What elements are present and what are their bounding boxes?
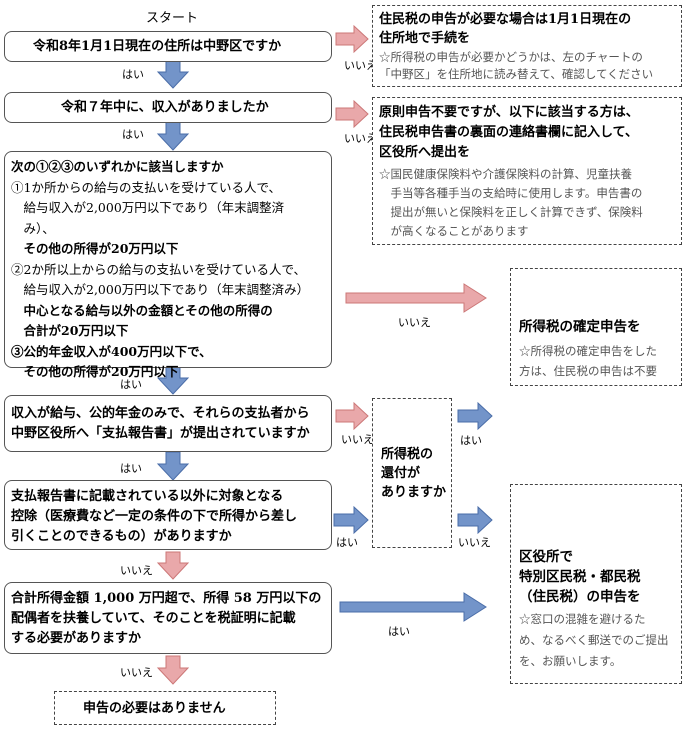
refund-line: 還付が [381, 466, 421, 481]
contact-form-title-line: 原則申告不要ですが、以下に該当する方は、 [379, 105, 639, 120]
result-resident-tax-filing: 区役所で 特別区民税・都民税 （住民税）の申告を ☆窓口の混雑を避けるた め、な… [510, 484, 682, 684]
other-address-note: ☆所得税の申告が必要かどうかは、左のチャートの 「中野区」を住所地に読み替えて、… [379, 49, 653, 83]
question-refund: 所得税の 還付が ありますか [372, 398, 452, 548]
income-tax-return-note-line: ☆所得税の確定申告をした [519, 344, 657, 358]
refund-text: 所得税の 還付が ありますか [381, 445, 446, 502]
payment-report-line: 中野区役所へ「支払報告書」が提出されていますか [11, 426, 310, 441]
question-income: 令和７年中に、収入がありましたか [4, 92, 332, 123]
label-no-4: いいえ [341, 433, 374, 446]
conditions-line: その他の所得が20万円以下 [11, 241, 179, 256]
result-no-need: 申告の必要はありません [54, 691, 276, 725]
resident-tax-filing-note-line: め、なるべく郵送でのご提出 [519, 633, 669, 647]
resident-tax-filing-note-line: を、お願いします。 [519, 654, 622, 668]
question-income-text: 令和７年中に、収入がありましたか [61, 100, 269, 115]
arrow-right-yes-refund [457, 401, 493, 431]
arrow-right-yes-q5 [333, 505, 369, 535]
deductions-text: 支払報告書に記載されている以外に対象となる 控除（医療費など一定の条件の下で所得… [11, 487, 297, 547]
result-income-tax-return: 所得税の確定申告を ☆所得税の確定申告をした 方は、住民税の申告は不要 [510, 268, 682, 386]
label-yes-4: はい [120, 462, 142, 475]
deductions-line: 控除（医療費など一定の条件の下で所得から差し [11, 509, 298, 524]
income-tax-return-title: 所得税の確定申告を [519, 319, 641, 335]
conditions-title: 次の①②③のいずれかに該当しますか [11, 159, 224, 174]
question-conditions: 次の①②③のいずれかに該当しますか ①1か所からの給与の支払いを受けている人で、… [4, 151, 332, 379]
result-contact-form: 原則申告不要ですが、以下に該当する方は、 住民税申告書の裏面の連絡書欄に記入して… [372, 97, 682, 245]
label-refund-no: いいえ [458, 536, 491, 549]
arrow-down-no-1 [156, 551, 190, 580]
contact-form-note-line: が高くなることがあります [379, 224, 529, 238]
spouse-line: する必要がありますか [11, 631, 142, 646]
resident-tax-filing-note: ☆窓口の混雑を避けるた め、なるべく郵送でのご提出 を、お願いします。 [519, 609, 669, 672]
arrow-down-yes-2 [156, 121, 190, 151]
question-address-text: 令和8年1月1日現在の住所は中野区ですか [33, 39, 282, 54]
question-address: 令和8年1月1日現在の住所は中野区ですか [4, 31, 332, 62]
contact-form-title-line: 区役所へ提出を [379, 145, 471, 160]
deductions-line: 引くことのできるもの）がありますか [11, 529, 232, 544]
question-conditions-content: 次の①②③のいずれかに該当しますか ①1か所からの給与の支払いを受けている人で、… [11, 157, 309, 383]
arrow-down-yes-1 [156, 59, 190, 89]
label-yes-q5: はい [336, 536, 358, 549]
label-yes-2: はい [122, 128, 144, 141]
conditions-line: 給与収入が2,000万円以下であり（年末調整済み） [11, 282, 310, 297]
resident-tax-filing-title-line: 区役所で [519, 549, 573, 565]
label-no-5: いいえ [120, 564, 153, 577]
label-no-3: いいえ [398, 316, 431, 329]
payment-report-text: 収入が給与、公的年金のみで、それらの支払者から 中野区役所へ「支払報告書」が提出… [11, 404, 310, 444]
arrow-right-no-4 [335, 401, 369, 431]
result-no-need-text: 申告の必要はありません [83, 701, 226, 716]
conditions-line: ①1か所からの給与の支払いを受けている人で、 [11, 179, 281, 195]
refund-line: ありますか [381, 485, 447, 500]
arrow-right-no-3 [345, 283, 487, 313]
payment-report-line: 収入が給与、公的年金のみで、それらの支払者から [11, 406, 310, 421]
result-other-address: 住民税の申告が必要な場合は1月1日現在の 住所地で手続を ☆所得税の申告が必要か… [372, 5, 682, 87]
arrow-down-no-2 [156, 655, 190, 685]
question-deductions: 支払報告書に記載されている以外に対象となる 控除（医療費など一定の条件の下で所得… [4, 480, 332, 550]
arrow-down-yes-4 [156, 451, 190, 481]
arrow-right-no-2 [335, 99, 369, 129]
conditions-line: ②2か所以上からの給与の支払いを受けている人で、 [11, 261, 306, 277]
other-address-note-line: 「中野区」を住所地に読み替えて、確認してください [379, 67, 654, 81]
contact-form-note-line: ☆国民健康保険料や介護保険料の計算、児童扶養 [379, 167, 632, 181]
start-label: スタート [146, 11, 199, 26]
conditions-line: 中心となる給与以外の金額とその他の所得の [11, 302, 273, 318]
other-address-note-line: ☆所得税の申告が必要かどうかは、左のチャートの [379, 50, 643, 64]
contact-form-note-line: 手当等各種手当の支給時に使用します。申告書の [379, 186, 643, 200]
conditions-line: その他の所得が20万円以下 [11, 364, 179, 379]
label-no-6: いいえ [120, 666, 153, 679]
arrow-down-yes-3 [156, 365, 190, 395]
label-yes-q6: はい [388, 625, 410, 638]
conditions-line: 合計が20万円以下 [11, 323, 129, 338]
label-yes-3: はい [120, 378, 142, 391]
contact-form-title: 原則申告不要ですが、以下に該当する方は、 住民税申告書の裏面の連絡書欄に記入して… [379, 103, 639, 163]
income-tax-return-note: ☆所得税の確定申告をした 方は、住民税の申告は不要 [519, 341, 657, 381]
conditions-line: 給与収入が2,000万円以下であり（年末調整済 [11, 200, 285, 215]
other-address-title-line: 住民税の申告が必要な場合は1月1日現在の [379, 12, 632, 27]
conditions-line: ③公的年金収入が400万円以下で、 [11, 343, 212, 359]
deductions-line: 支払報告書に記載されている以外に対象となる [11, 489, 284, 504]
arrow-right-no-refund [457, 505, 493, 535]
resident-tax-filing-title-line: 特別区民税・都民税 [519, 569, 641, 585]
label-yes-1: はい [122, 68, 144, 81]
conditions-line: み）、 [11, 220, 55, 236]
other-address-title-line: 住所地で手続を [379, 31, 471, 46]
label-no-1: いいえ [344, 59, 377, 72]
refund-line: 所得税の [381, 447, 434, 462]
spouse-line: 配偶者を扶養していて、そのことを税証明に記載 [11, 611, 296, 626]
arrow-right-yes-q6 [339, 592, 487, 622]
label-refund-yes: はい [460, 434, 482, 447]
contact-form-note-line: 提出が無いと保険料を正しく計算できず、保険料 [379, 205, 643, 219]
other-address-title: 住民税の申告が必要な場合は1月1日現在の 住所地で手続を [379, 10, 631, 48]
label-no-2: いいえ [344, 132, 377, 145]
contact-form-note: ☆国民健康保険料や介護保険料の計算、児童扶養 手当等各種手当の支給時に使用します… [379, 165, 643, 241]
resident-tax-filing-title: 区役所で 特別区民税・都民税 （住民税）の申告を [519, 547, 641, 607]
contact-form-title-line: 住民税申告書の裏面の連絡書欄に記入して、 [379, 125, 638, 140]
resident-tax-filing-title-line: （住民税）の申告を [519, 589, 641, 605]
income-tax-return-note-line: 方は、住民税の申告は不要 [519, 364, 657, 378]
question-payment-report: 収入が給与、公的年金のみで、それらの支払者から 中野区役所へ「支払報告書」が提出… [4, 395, 332, 452]
question-spouse: 合計所得金額 1,000 万円超で、所得 58 万円以下の 配偶者を扶養していて… [4, 582, 332, 654]
spouse-text: 合計所得金額 1,000 万円超で、所得 58 万円以下の 配偶者を扶養していて… [11, 589, 321, 649]
arrow-right-no-1 [335, 24, 369, 54]
spouse-line: 合計所得金額 1,000 万円超で、所得 58 万円以下の [11, 591, 322, 606]
resident-tax-filing-note-line: ☆窓口の混雑を避けるた [519, 612, 646, 626]
